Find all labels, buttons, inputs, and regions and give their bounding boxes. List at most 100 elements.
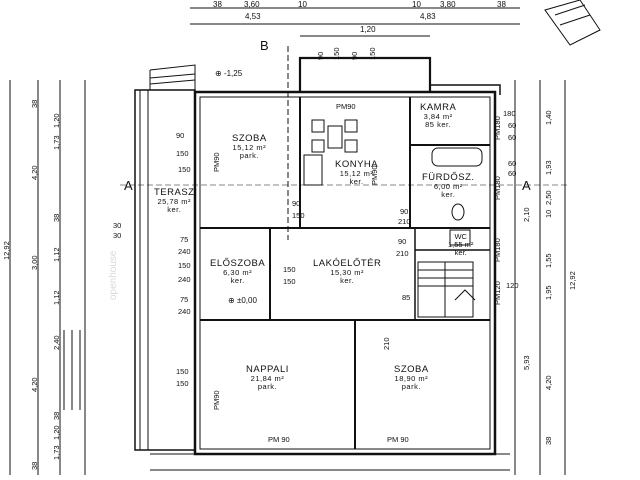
door-label: 210 xyxy=(382,337,391,350)
room-nappali: NAPPALI 21,84 m² park. xyxy=(246,365,289,391)
misc-dim: 60 xyxy=(508,133,517,142)
room-area: 3,84 m² xyxy=(423,112,453,121)
left-dim: 2,40 xyxy=(52,335,61,350)
door-label: PM180 xyxy=(493,116,502,140)
left-dim: 38 xyxy=(30,461,39,470)
right-dim-total: 12,92 xyxy=(568,271,577,290)
misc-dim: 120 xyxy=(506,281,519,290)
misc-dim: 85 xyxy=(402,293,411,302)
room-konyha: KONYHA 15,12 m² ker. xyxy=(335,160,378,186)
level-mark: ⊕ -1,25 xyxy=(215,69,243,78)
door-dim: 90 xyxy=(316,51,325,60)
left-dim: 1,73 xyxy=(52,135,61,150)
door-label: PM180 xyxy=(493,176,502,200)
misc-dim: 150 xyxy=(176,379,189,388)
room-area: 15,12 m² xyxy=(232,143,267,152)
room-szoba-2: SZOBA 18,90 m² park. xyxy=(394,365,429,391)
misc-dim: 30 xyxy=(113,231,122,240)
misc-dim: 60 xyxy=(508,159,517,168)
door-dim: 150 xyxy=(332,47,341,60)
room-area: 1,55 m² xyxy=(448,240,474,249)
door-label: PM90 xyxy=(370,165,379,185)
left-dim: 38 xyxy=(52,411,61,420)
section-mark-b: B xyxy=(260,38,269,53)
watermark-text: openhouse xyxy=(108,250,119,301)
right-dim: 10 xyxy=(544,209,553,218)
room-area: 6,30 m² xyxy=(223,268,253,277)
room-floor: 85 ker. xyxy=(425,120,452,129)
misc-dim: 90 xyxy=(176,131,185,140)
misc-dim: 75 xyxy=(180,235,189,244)
left-dim: 1,12 xyxy=(52,290,61,305)
room-terasz: TERASZ 25,78 m² ker. xyxy=(154,188,194,214)
room-name: WC xyxy=(454,232,467,241)
door-label: PM120 xyxy=(493,281,502,305)
door-dim: 90 xyxy=(350,51,359,60)
left-dim: 38 xyxy=(30,99,39,108)
misc-dim: 210 xyxy=(398,217,411,226)
room-name: SZOBA xyxy=(394,364,429,375)
terrace-outline xyxy=(134,89,196,451)
room-floor: ker. xyxy=(167,205,182,214)
right-dim: 4,20 xyxy=(544,375,553,390)
room-szoba-1: SZOBA 15,12 m² park. xyxy=(232,134,267,160)
room-area: 18,90 m² xyxy=(394,374,429,383)
misc-dim: 60 xyxy=(508,121,517,130)
top-dim: 38 xyxy=(213,0,222,9)
room-name: ELŐSZOBA xyxy=(210,258,266,269)
misc-dim: 150 xyxy=(292,211,305,220)
misc-dim: 240 xyxy=(178,275,191,284)
room-floor: ker. xyxy=(441,190,456,199)
left-dim: 1,12 xyxy=(52,247,61,262)
right-dim: 2,10 xyxy=(522,207,531,222)
room-area: 6,00 m² xyxy=(433,182,463,191)
room-name: SZOBA xyxy=(232,133,267,144)
door-label: 210 xyxy=(396,249,409,258)
room-name: LAKÓELŐTÉR xyxy=(313,258,382,269)
door-dim: 150 xyxy=(368,47,377,60)
misc-dim: 150 xyxy=(178,165,191,174)
room-floor: ker. xyxy=(349,177,364,186)
top-dim: 3,80 xyxy=(440,0,456,9)
left-dim: 3,00 xyxy=(30,255,39,270)
right-dim: 38 xyxy=(544,436,553,445)
left-dim: 4,20 xyxy=(30,377,39,392)
room-name: TERASZ xyxy=(154,187,195,198)
door-label: PM90 xyxy=(212,152,221,172)
door-label: PM90 xyxy=(336,102,356,111)
right-dim: 1,55 xyxy=(544,253,553,268)
misc-dim: 90 xyxy=(400,207,409,216)
top-dim: 1,20 xyxy=(360,25,376,34)
room-kamra: KAMRA 3,84 m² 85 ker. xyxy=(420,103,456,129)
room-area: 15,12 m² xyxy=(339,169,374,178)
misc-dim: 150 xyxy=(283,265,296,274)
room-lakoeloter: LAKÓELŐTÉR 15,30 m² ker. xyxy=(313,259,381,285)
left-dim: 1,20 xyxy=(52,425,61,440)
right-dim: 1,93 xyxy=(544,160,553,175)
top-dim: 10 xyxy=(412,0,421,9)
door-label: PM 90 xyxy=(268,435,290,444)
left-dim: 1,73 xyxy=(52,445,61,460)
top-dim: 38 xyxy=(497,0,506,9)
right-dim: 5,93 xyxy=(522,355,531,370)
room-floor: park. xyxy=(401,382,421,391)
room-eloszoba: ELŐSZOBA 6,30 m² ker. xyxy=(210,259,265,285)
misc-dim: 240 xyxy=(178,247,191,256)
misc-dim: 150 xyxy=(176,149,189,158)
right-dim: 2,50 xyxy=(544,190,553,205)
right-dim: 1,40 xyxy=(544,110,553,125)
room-floor: ker. xyxy=(454,248,467,257)
room-floor: ker. xyxy=(230,276,245,285)
room-floor: park. xyxy=(239,151,259,160)
misc-dim: 240 xyxy=(178,307,191,316)
room-furdoszoba: FÜRDŐSZ. 6,00 m² ker. xyxy=(422,173,475,199)
right-dim: 1,95 xyxy=(544,285,553,300)
door-label: PM90 xyxy=(212,390,221,410)
room-floor: ker. xyxy=(340,276,355,285)
door-label: PM180 xyxy=(493,238,502,262)
room-area: 21,84 m² xyxy=(250,374,285,383)
room-name: KAMRA xyxy=(420,102,457,113)
door-label: PM 90 xyxy=(387,435,409,444)
top-dim: 10 xyxy=(298,0,307,9)
